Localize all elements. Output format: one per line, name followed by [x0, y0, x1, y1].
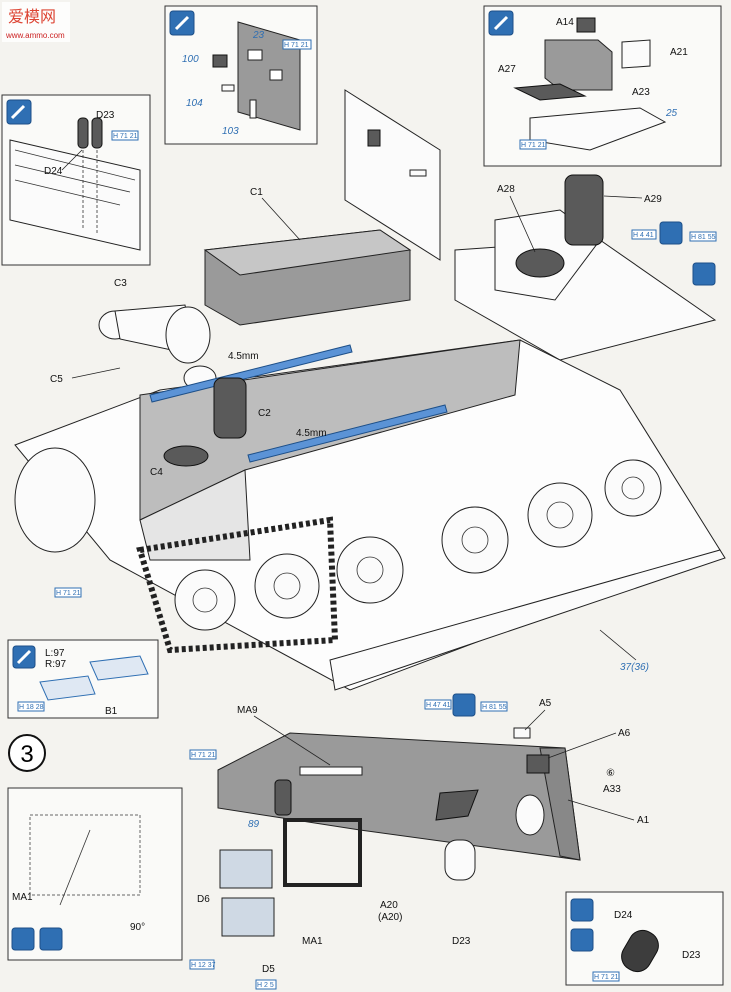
label-a29: A29 — [644, 194, 662, 205]
badge-h4-a29: H 4 41 — [633, 232, 654, 239]
label-b1: B1 — [105, 706, 118, 717]
label-a5: A5 — [539, 698, 552, 709]
label-103: 103 — [222, 126, 239, 137]
label-c3: C3 — [114, 278, 127, 289]
flip-icon — [659, 221, 683, 245]
label-d24-top: D24 — [44, 166, 63, 177]
inset-d23-cylinder: D24 D23 H 71 21 — [565, 891, 724, 986]
label-r97: R:97 — [45, 659, 67, 670]
watermark-logo: 爱模网 www.ammo.com — [2, 2, 70, 42]
label-25: 25 — [665, 108, 678, 119]
label-ma9: MA9 — [237, 705, 258, 716]
assemble-icon — [692, 262, 716, 286]
badge-h71-ma9: H 71 21 — [191, 752, 216, 759]
label-d6: D6 — [197, 894, 210, 905]
glue-icon — [11, 927, 35, 951]
label-a6: A6 — [618, 728, 631, 739]
label-ma1-bottom: MA1 — [302, 936, 323, 947]
watermark-url: www.ammo.com — [5, 31, 65, 40]
label-a23: A23 — [632, 87, 650, 98]
label-a28: A28 — [497, 184, 515, 195]
label-ma1-left: MA1 — [12, 892, 33, 903]
label-dim1: 4.5mm — [228, 351, 259, 362]
x2-icon — [570, 928, 594, 952]
badge-h18-b1: H 18 28 — [19, 704, 44, 711]
inset-plate-23: 23 100 104 103 H 71 21 — [164, 5, 318, 145]
label-100: 100 — [182, 54, 199, 65]
label-23: 23 — [252, 30, 265, 41]
inset-track-b1: L:97 R:97 B1 H 18 28 — [7, 639, 159, 719]
label-a33: A33 — [603, 784, 621, 795]
label-a21: A21 — [670, 47, 688, 58]
main-hull: 4.5mm 4.5mm C2 C4 37(36) H 71 21 — [14, 339, 726, 691]
glue-icon — [570, 898, 594, 922]
label-a20b: (A20) — [378, 912, 402, 923]
label-d23-top: D23 — [96, 110, 115, 121]
label-89: 89 — [248, 819, 260, 830]
badge-h71-a23: H 71 21 — [284, 42, 309, 49]
badge-h2: H 2 5 — [257, 982, 274, 989]
flip-icon — [452, 693, 476, 717]
label-d23-br: D23 — [682, 950, 701, 961]
inset-seat-d23: D23 D24 H 71 21 — [1, 94, 151, 266]
badge-h71-top: H 71 21 — [113, 133, 138, 140]
badge-h71-b: H 71 21 — [521, 142, 546, 149]
inset-frame-ma1: MA1 90° D6 D5 MA1 H 12 37 H 2 5 — [7, 787, 362, 990]
step-number: 3 — [20, 741, 33, 768]
label-c5: C5 — [50, 374, 63, 385]
label-angle: 90° — [130, 922, 145, 933]
label-d23-mid: D23 — [452, 936, 471, 947]
label-37: 37(36) — [620, 662, 649, 673]
badge-h47: H 47 41 — [426, 702, 451, 709]
label-d24-br: D24 — [614, 910, 633, 921]
seat-a29: A28 A29 H 4 41 H 81 55 — [454, 174, 717, 361]
upper-parts: C1 C3 C5 — [50, 89, 441, 391]
badge-h71-br: H 71 21 — [594, 974, 619, 981]
label-l97: L:97 — [45, 648, 65, 659]
watermark-title: 爱模网 — [8, 8, 56, 26]
label-a14: A14 — [556, 17, 574, 28]
label-a1: A1 — [637, 815, 650, 826]
label-c4: C4 — [150, 467, 163, 478]
label-c1: C1 — [250, 187, 263, 198]
label-104: 104 — [186, 98, 203, 109]
badge-h81: H 81 55 — [482, 704, 507, 711]
inset-box-a14: A14 A21 A27 A23 25 H 71 21 — [483, 5, 722, 167]
label-a27: A27 — [498, 64, 516, 75]
label-a33-num: ⑥ — [606, 768, 615, 779]
arrow-up-icon — [39, 927, 63, 951]
label-c2: C2 — [258, 408, 271, 419]
badge-h12: H 12 37 — [191, 962, 216, 969]
badge-h71-left: H 71 21 — [56, 590, 81, 597]
step-3: 3 MA9 A5 A6 ⑥ A33 A1 89 H 71 21 H 47 41 … — [8, 693, 650, 947]
label-a20: A20 — [380, 900, 398, 911]
label-d5: D5 — [262, 964, 275, 975]
label-dim2: 4.5mm — [296, 428, 327, 439]
badge-h81-a29: H 81 55 — [691, 234, 716, 241]
